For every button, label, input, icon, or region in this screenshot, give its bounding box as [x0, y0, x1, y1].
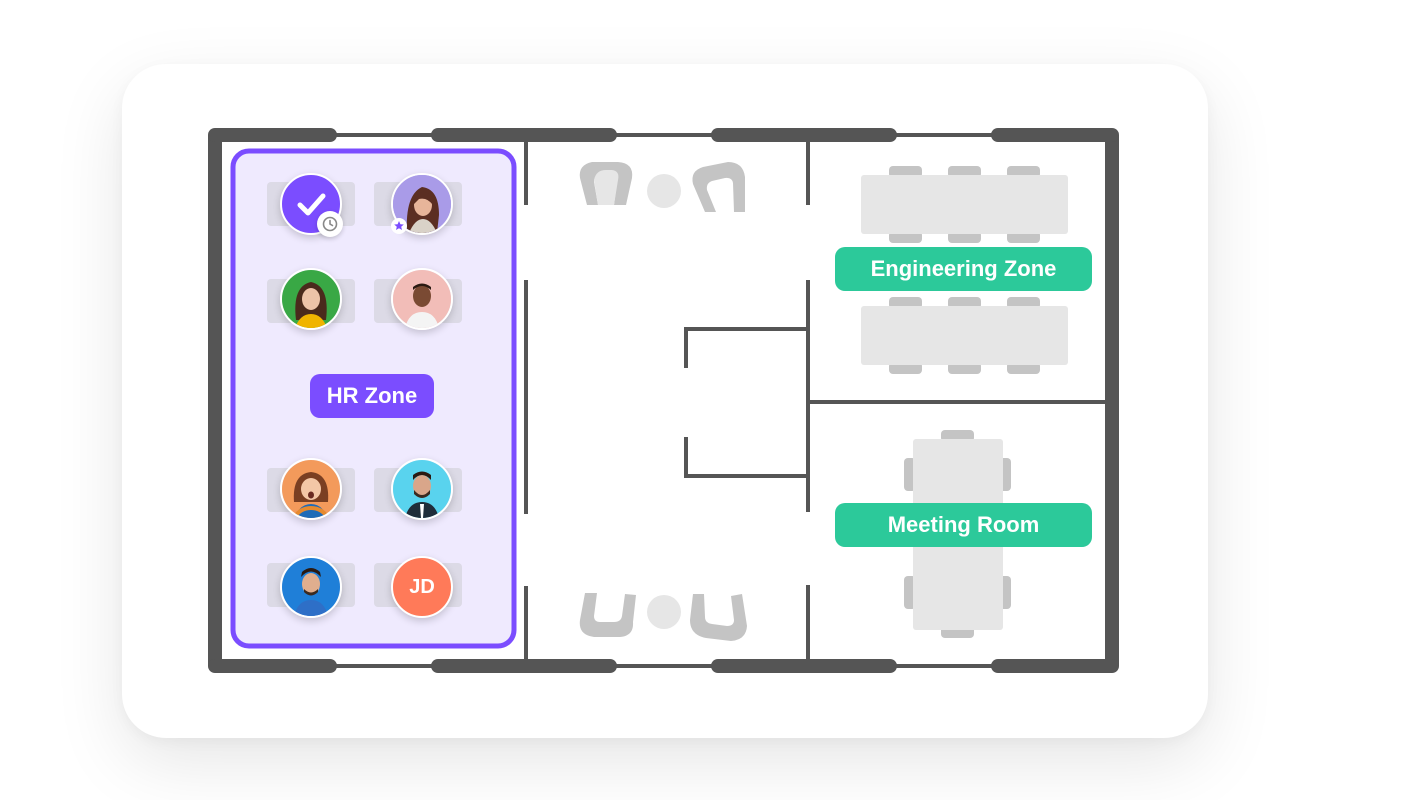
employee-avatar[interactable] [391, 268, 453, 330]
employee-avatar[interactable] [280, 458, 342, 520]
check-icon [297, 193, 326, 216]
lounge-top [579, 162, 745, 212]
star-icon [391, 218, 407, 234]
outer-walls [208, 128, 1119, 673]
clock-icon [317, 211, 343, 237]
meeting-room-label[interactable]: Meeting Room [835, 503, 1092, 547]
initials-avatar[interactable]: JD [391, 556, 453, 618]
hr-zone-label[interactable]: HR Zone [310, 374, 434, 418]
lounge-bottom [579, 593, 747, 641]
employee-avatar[interactable] [391, 458, 453, 520]
engineering-zone-label[interactable]: Engineering Zone [835, 247, 1092, 291]
employee-avatar[interactable] [280, 268, 342, 330]
engineering-desks [861, 166, 1068, 374]
employee-avatar[interactable] [280, 556, 342, 618]
